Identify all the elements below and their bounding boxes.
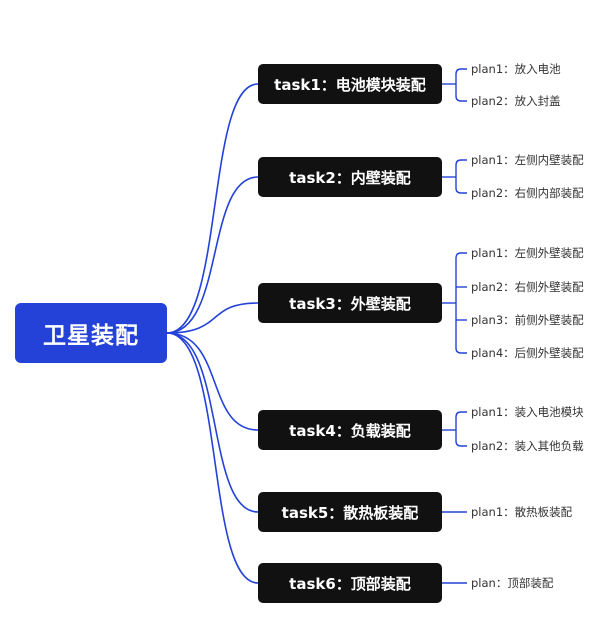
root-label: 卫星装配: [43, 323, 139, 349]
task5-label: task5：散热板装配: [281, 503, 419, 522]
task2-plan1-connector: [455, 159, 467, 166]
task4-plan2-connector: [455, 440, 467, 447]
task3-plan4-connector: [455, 347, 467, 354]
task2-plan2-label: plan2：右侧内部装配: [471, 186, 584, 200]
root-to-task5-connector: [166, 332, 259, 513]
task3-node: task3：外壁装配: [258, 283, 442, 323]
task6-plan1-label: plan：顶部装配: [471, 576, 554, 590]
root-node: 卫星装配: [15, 303, 167, 363]
task1-node: task1：电池模块装配: [258, 64, 442, 104]
root-to-task6-connector: [166, 332, 259, 584]
task1-label: task1：电池模块装配: [274, 75, 426, 94]
task1-plan2-label: plan2：放入封盖: [471, 94, 561, 108]
task4-plan1-label: plan1：装入电池模块: [471, 405, 584, 419]
task4-plan2-label: plan2：装入其他负载: [471, 439, 584, 453]
task5-node: task5：散热板装配: [258, 492, 442, 532]
task3-plan1-connector: [455, 252, 467, 259]
task4-plan1-connector: [455, 411, 467, 418]
task3-plan1-label: plan1：左侧外壁装配: [471, 246, 584, 260]
task1-plan1-label: plan1：放入电池: [471, 62, 561, 76]
root-to-task2-connector: [166, 176, 259, 334]
task6-label: task6：顶部装配: [289, 574, 411, 593]
task2-node: task2：内壁装配: [258, 157, 442, 197]
task3-plan4-label: plan4：后侧外壁装配: [471, 346, 584, 360]
task2-plan1-label: plan1：左侧内壁装配: [471, 153, 584, 167]
root-to-task1-connector: [166, 83, 259, 334]
task2-label: task2：内壁装配: [289, 168, 411, 187]
task4-node: task4：负载装配: [258, 410, 442, 450]
task3-plan3-label: plan3：前侧外壁装配: [471, 313, 584, 327]
task3-plan2-label: plan2：右侧外壁装配: [471, 280, 584, 294]
root-to-task4-connector: [166, 332, 259, 431]
task3-label: task3：外壁装配: [289, 294, 411, 313]
task1-plan2-connector: [455, 95, 467, 102]
task5-plan1-label: plan1：散热板装配: [471, 505, 573, 519]
task6-node: task6：顶部装配: [258, 563, 442, 603]
task4-label: task4：负载装配: [289, 421, 411, 440]
root-to-task3-connector: [166, 302, 259, 334]
task2-plan2-connector: [455, 187, 467, 194]
task1-plan1-connector: [455, 68, 467, 75]
